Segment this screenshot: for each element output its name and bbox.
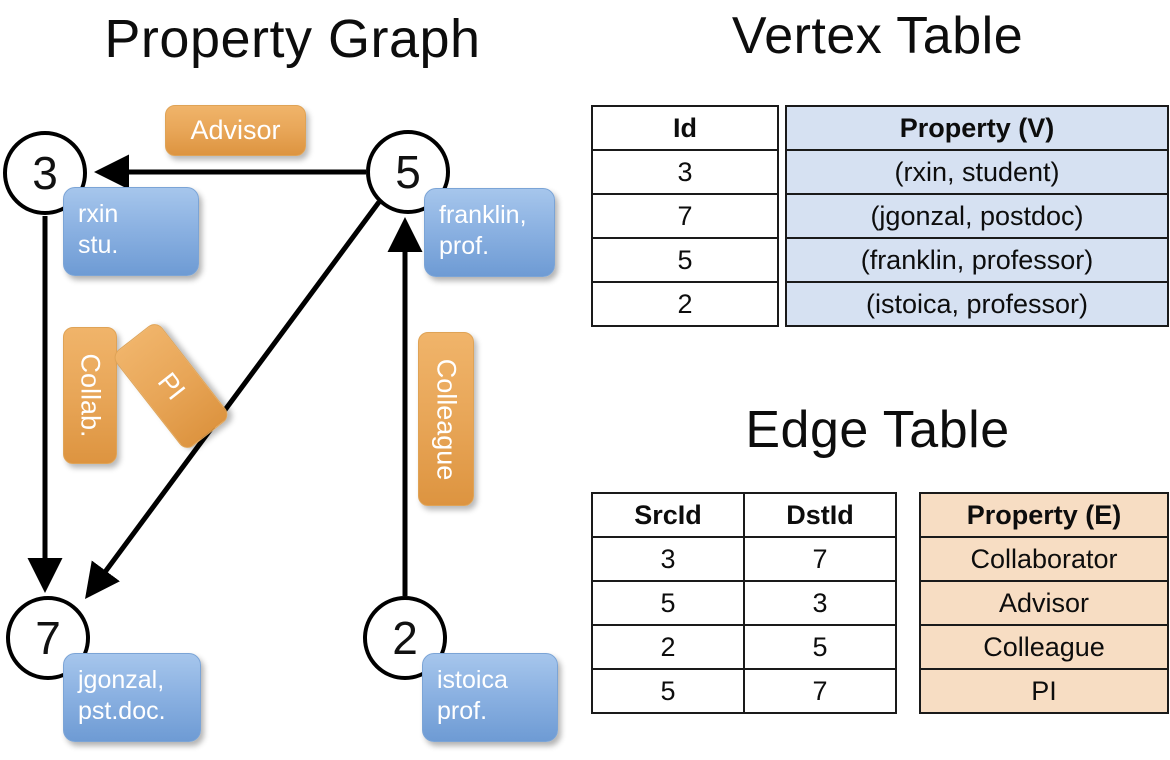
vertex-property-line1: franklin,: [439, 201, 527, 229]
page-title-edge-table: Edge Table: [745, 401, 1010, 459]
edge-table-cell-property: Colleague: [919, 624, 1169, 670]
edge-table-cell-dstid: 3: [743, 580, 897, 626]
edge-table-cell-srcid: 5: [591, 580, 745, 626]
table-row: (istoica, professor): [785, 281, 1169, 327]
vertex-property-box-3: rxin stu.: [63, 187, 199, 276]
edge-table-cell-dstid: 7: [743, 668, 897, 714]
vertex-property-box-5: franklin, prof.: [424, 188, 555, 277]
edge-label-text: Advisor: [190, 115, 281, 145]
edge-table-header-dstid: DstId: [743, 492, 897, 538]
page-title-vertex-table: Vertex Table: [731, 7, 1024, 65]
edge-table-header-property: Property (E): [919, 492, 1169, 538]
edge-label-advisor: Advisor: [165, 105, 306, 156]
edge-label-text: Colleague: [431, 358, 462, 480]
graph-edges-layer: [27, 154, 423, 600]
vertex-table-cell-property: (rxin, student): [785, 149, 1169, 195]
table-row: (rxin, student): [785, 149, 1169, 195]
vertex-property-box-2: istoica prof.: [422, 653, 558, 742]
table-row: 3: [591, 149, 779, 195]
vertex-property-line2: prof.: [439, 232, 490, 260]
vertex-table-cell-property: (jgonzal, postdoc): [785, 193, 1169, 239]
table-header-row: Id: [591, 105, 779, 151]
vertex-property-line2: prof.: [437, 697, 488, 725]
vertex-table-cell-id: 5: [591, 237, 779, 283]
table-row: 5 3: [591, 580, 897, 626]
table-row: 2: [591, 281, 779, 327]
edge-table-cell-property: Advisor: [919, 580, 1169, 626]
vertex-table-id-column: Id 3 7 5 2: [591, 105, 779, 327]
vertex-property-line1: jgonzal,: [78, 666, 165, 694]
edge-label-text: PI: [151, 366, 192, 405]
vertex-property-line1: rxin: [78, 200, 119, 228]
edge-label-colleague: Colleague: [418, 332, 474, 506]
table-header-row: Property (E): [919, 492, 1169, 538]
vertex-table-cell-property: (franklin, professor): [785, 237, 1169, 283]
vertex-table-cell-property: (istoica, professor): [785, 281, 1169, 327]
table-row: Advisor: [919, 580, 1169, 626]
graph-vertex-2[interactable]: 2: [363, 596, 447, 680]
table-row: Colleague: [919, 624, 1169, 670]
table-row: 3 7: [591, 536, 897, 582]
table-row: Collaborator: [919, 536, 1169, 582]
edge-table-header-srcid: SrcId: [591, 492, 745, 538]
page-title-property-graph: Property Graph: [104, 9, 481, 69]
vertex-table-header-property: Property (V): [785, 105, 1169, 151]
table-header-row: SrcId DstId: [591, 492, 897, 538]
table-row: 2 5: [591, 624, 897, 670]
vertex-property-line1: istoica: [437, 666, 508, 694]
edge-table-key-columns: SrcId DstId 3 7 5 3 2 5 5 7: [591, 492, 897, 714]
vertex-property-line2: stu.: [78, 231, 119, 259]
vertex-table-property-column: Property (V) (rxin, student) (jgonzal, p…: [785, 105, 1169, 327]
vertex-table-cell-id: 7: [591, 193, 779, 239]
vertex-property-box-7: jgonzal, pst.doc.: [63, 653, 201, 742]
edge-table-cell-dstid: 5: [743, 624, 897, 670]
vertex-table-header-id: Id: [591, 105, 779, 151]
table-row: (jgonzal, postdoc): [785, 193, 1169, 239]
table-row: 5: [591, 237, 779, 283]
vertex-table-cell-id: 3: [591, 149, 779, 195]
edge-table-cell-property: PI: [919, 668, 1169, 714]
table-row: 5 7: [591, 668, 897, 714]
edge-label-text: Collab.: [75, 353, 106, 438]
vertex-property-line2: pst.doc.: [78, 697, 166, 725]
table-row: PI: [919, 668, 1169, 714]
edge-table-cell-srcid: 5: [591, 668, 745, 714]
edge-table-cell-srcid: 2: [591, 624, 745, 670]
table-row: 7: [591, 193, 779, 239]
edge-table-cell-srcid: 3: [591, 536, 745, 582]
table-row: (franklin, professor): [785, 237, 1169, 283]
edge-table-cell-dstid: 7: [743, 536, 897, 582]
edge-5-to-7: [85, 200, 382, 600]
table-header-row: Property (V): [785, 105, 1169, 151]
edge-table-cell-property: Collaborator: [919, 536, 1169, 582]
edge-table-property-column: Property (E) Collaborator Advisor Collea…: [919, 492, 1169, 714]
graph-vertex-5[interactable]: 5: [366, 130, 450, 214]
edge-label-collab: Collab.: [63, 327, 117, 464]
vertex-table-cell-id: 2: [591, 281, 779, 327]
